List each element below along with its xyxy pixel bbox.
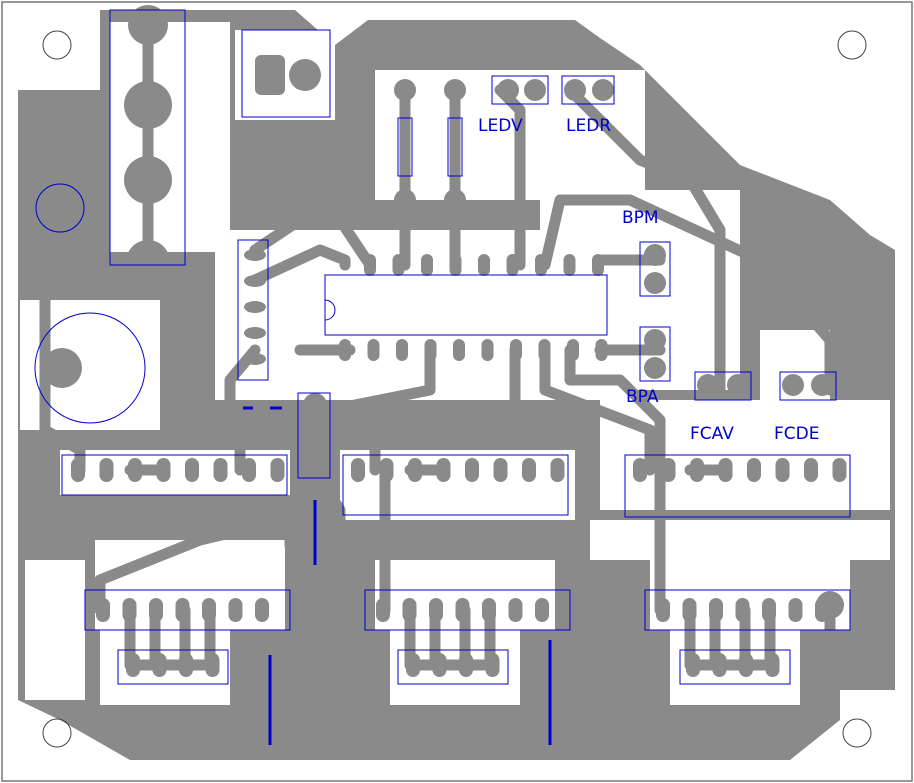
- pad: [709, 598, 723, 622]
- mounting-holes: [42, 30, 872, 748]
- pad: [152, 653, 167, 677]
- pad: [455, 598, 470, 622]
- pad: [270, 458, 285, 482]
- label-ledr: LEDR: [566, 116, 611, 136]
- pad: [765, 653, 780, 677]
- pad: [205, 653, 220, 677]
- pad: [228, 598, 243, 622]
- pad: [775, 458, 790, 482]
- traces: [39, 19, 836, 751]
- pad: [396, 339, 408, 361]
- pad: [202, 598, 216, 622]
- mounting-hole-top-right: [837, 30, 867, 60]
- pad: [682, 598, 697, 622]
- pad: [567, 339, 579, 361]
- jumpers: [243, 406, 552, 745]
- pad: [465, 458, 479, 482]
- pad: [406, 653, 420, 677]
- pad: [718, 458, 733, 482]
- pad: [156, 458, 171, 482]
- pad: [804, 458, 818, 482]
- pad: [510, 339, 522, 361]
- pad: [213, 458, 228, 482]
- pad: [255, 598, 269, 622]
- pad: [339, 339, 351, 361]
- pad: [436, 458, 451, 482]
- pad: [459, 653, 473, 677]
- pad: [747, 458, 761, 482]
- pad: [508, 598, 523, 622]
- pad: [408, 458, 422, 482]
- pad: [735, 598, 750, 622]
- pad: [351, 458, 365, 482]
- pad: [592, 254, 604, 276]
- pad: [506, 254, 519, 276]
- pad: [175, 598, 190, 622]
- pad: [493, 458, 508, 482]
- pad: [379, 458, 394, 482]
- pad: [739, 653, 753, 677]
- pad: [364, 254, 376, 276]
- silkscreen: [34, 9, 851, 685]
- pad: [535, 254, 547, 276]
- pad: [96, 598, 110, 622]
- pad: [429, 598, 443, 622]
- pad: [595, 339, 608, 361]
- pad: [242, 458, 256, 482]
- pad: [244, 249, 266, 261]
- pad: [478, 254, 490, 276]
- pad: [244, 275, 266, 287]
- label-fcav: FCAV: [690, 424, 734, 444]
- pad: [482, 598, 496, 622]
- pad: [122, 598, 137, 622]
- pad: [832, 458, 847, 482]
- mounting-hole-top-left: [42, 30, 72, 60]
- pad: [522, 458, 536, 482]
- pad: [538, 339, 551, 361]
- pad: [376, 598, 390, 622]
- pad: [421, 254, 433, 276]
- pad: [149, 598, 163, 622]
- pad: [126, 653, 140, 677]
- pad: [402, 598, 417, 622]
- pad: [686, 653, 700, 677]
- pin-rows: [71, 249, 847, 677]
- pad: [424, 339, 437, 361]
- pad: [185, 458, 199, 482]
- pad: [244, 353, 266, 365]
- label-ledv: LEDV: [478, 116, 523, 136]
- pad: [690, 458, 704, 482]
- label-bpm: BPM: [622, 208, 659, 228]
- pad: [367, 339, 380, 361]
- pad: [788, 598, 803, 622]
- pad: [244, 327, 266, 339]
- pad: [432, 653, 447, 677]
- label-bpa: BPA: [626, 387, 659, 407]
- pad: [485, 653, 500, 677]
- pad: [656, 598, 670, 622]
- pad: [815, 598, 829, 622]
- pad: [762, 598, 776, 622]
- pad: [244, 301, 266, 313]
- pad: [71, 458, 85, 482]
- pad: [712, 653, 727, 677]
- pad: [179, 653, 193, 677]
- pad: [128, 458, 142, 482]
- pad: [453, 339, 465, 361]
- mounting-hole-bottom-right: [842, 718, 872, 748]
- label-fcde: FCDE: [774, 424, 819, 444]
- pad: [661, 458, 676, 482]
- pad: [550, 458, 565, 482]
- pad: [99, 458, 114, 482]
- pad: [481, 339, 494, 361]
- pad: [535, 598, 549, 622]
- pad: [633, 458, 647, 482]
- pad: [563, 254, 576, 276]
- pad: [449, 254, 462, 276]
- mounting-hole-bottom-left: [42, 718, 72, 748]
- pad: [392, 254, 405, 276]
